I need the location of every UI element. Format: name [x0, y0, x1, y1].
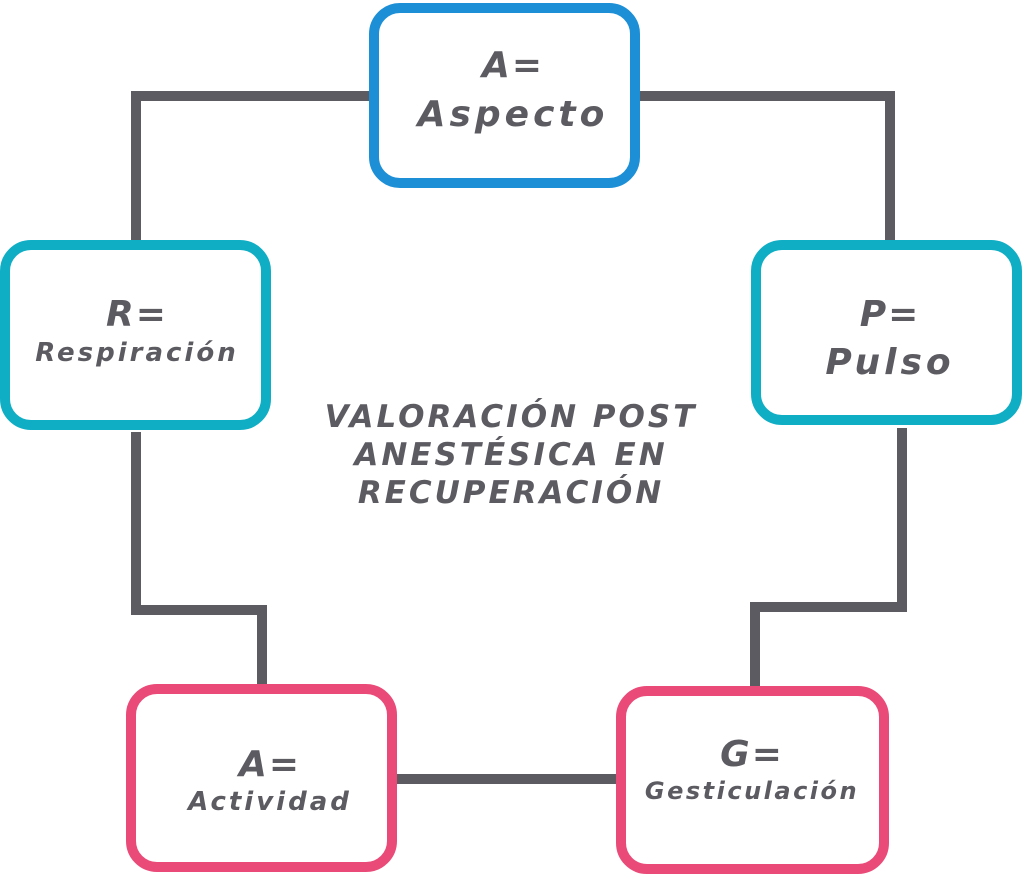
- node-respiracion-letter: R=: [106, 294, 168, 335]
- node-aspecto: A= Aspecto: [369, 3, 640, 188]
- center-title-line1: VALORACIÓN POST: [325, 398, 698, 435]
- center-title-line3: RECUPERACIÓN: [358, 474, 664, 511]
- node-actividad-letter: A=: [236, 744, 301, 785]
- connector-respiracion-aspecto: [131, 91, 372, 240]
- connector-lines: [131, 91, 907, 784]
- node-gesticulacion: G= Gesticulación: [616, 686, 889, 874]
- center-title-line2: ANESTÉSICA EN: [351, 437, 667, 473]
- node-pulso-box: [751, 240, 1022, 425]
- center-title: VALORACIÓN POST ANESTÉSICA EN RECUPERACI…: [325, 398, 698, 511]
- node-pulso: P= Pulso: [751, 240, 1022, 425]
- node-actividad-box: [126, 684, 397, 872]
- node-respiracion-box: [0, 240, 271, 430]
- node-pulso-word: Pulso: [825, 342, 954, 383]
- node-respiracion: R= Respiración: [0, 240, 271, 430]
- connector-pulso-gesticulacion: [750, 428, 907, 686]
- connector-aspecto-pulso: [638, 91, 895, 240]
- node-aspecto-box: [369, 3, 640, 188]
- node-gesticulacion-letter: G=: [720, 734, 784, 775]
- node-aspecto-word: Aspecto: [415, 94, 609, 135]
- node-actividad: A= Actividad: [126, 684, 397, 872]
- node-respiracion-word: Respiración: [35, 338, 238, 368]
- node-aspecto-letter: A=: [479, 45, 544, 86]
- node-actividad-word: Actividad: [186, 787, 352, 817]
- connector-actividad-respiracion: [131, 432, 267, 685]
- node-pulso-letter: P=: [860, 294, 921, 335]
- node-gesticulacion-word: Gesticulación: [645, 777, 859, 805]
- node-gesticulacion-box: [616, 686, 889, 874]
